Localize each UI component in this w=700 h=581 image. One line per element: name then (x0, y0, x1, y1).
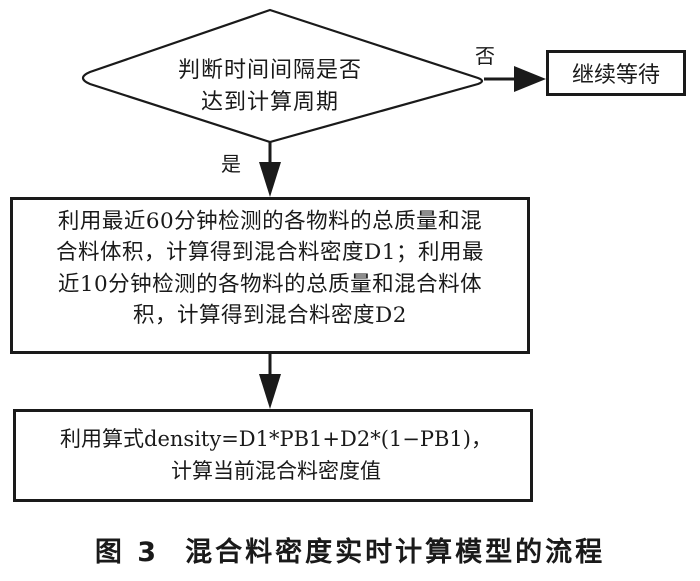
decision-line-2: 达到计算周期 (200, 89, 339, 115)
figure-title: 混合料密度实时计算模型的流程 (185, 537, 606, 568)
process2-line: 计算当前混合料密度值 (171, 458, 381, 483)
density-calculation-box: 利用最近60分钟检测的各物料的总质量和混 合料体积，计算得到混合料密度D1；利用… (10, 197, 530, 354)
figure-number: 图 3 (94, 537, 160, 568)
process1-line: 积，计算得到混合料密度D2 (133, 303, 407, 329)
process1-line: 近10分钟检测的各物料的总质量和混合料体 (57, 271, 483, 297)
continue-waiting-box: 继续等待 (546, 50, 686, 96)
process-arrow-head (259, 374, 281, 409)
process1-line: 合料体积，计算得到混合料密度D1；利用最 (56, 240, 484, 266)
decision-line-1: 判断时间间隔是否 (177, 58, 362, 83)
yes-branch-label: 是 (221, 152, 241, 176)
figure-caption: 图 3 混合料密度实时计算模型的流程 (0, 530, 700, 569)
process2-line: 利用算式density=D1*PB1+D2*(1−PB1)， (60, 427, 492, 451)
yes-arrow-head (259, 162, 281, 197)
current-density-box: 利用算式density=D1*PB1+D2*(1−PB1)， 计算当前混合料密度… (13, 409, 533, 502)
density-calculation-text: 利用最近60分钟检测的各物料的总质量和混 合料体积，计算得到混合料密度D1；利用… (27, 206, 513, 332)
no-arrow-head (514, 66, 546, 92)
no-branch-label: 否 (475, 44, 495, 68)
continue-waiting-text: 继续等待 (571, 63, 660, 88)
process1-line: 利用最近60分钟检测的各物料的总质量和混 (57, 209, 483, 234)
decision-text: 判断时间间隔是否 达到计算周期 (120, 55, 420, 119)
current-density-text: 利用算式density=D1*PB1+D2*(1−PB1)， 计算当前混合料密度… (26, 424, 526, 487)
